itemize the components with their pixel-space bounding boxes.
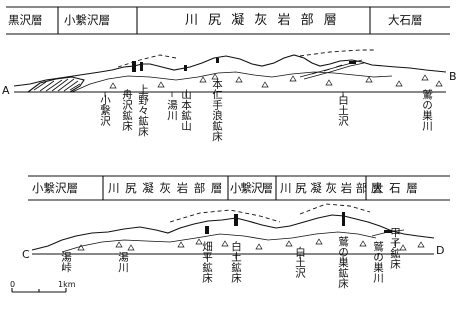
cd-locality-kashi-deposit: 甲子鉱床 [389,227,401,270]
ab-kurosawa-body [27,76,85,93]
ab-formation-oishi: 大石層 [388,13,423,27]
ab-hatch [57,78,75,92]
ab-tuff-pattern [109,73,443,89]
cd-locality-yutoge: 湯峠 [60,252,72,274]
cd-tuff-triangle [399,244,407,251]
ab-hatch [63,80,79,92]
ab-locality-honnitenami-deposit: 本仁手浪鉱床 [211,78,223,143]
cd-end-label-right: D [436,244,444,257]
cd-locality-washinosugawa: 鷲の巣川 [372,240,384,283]
ab-dashed-contact [299,49,374,57]
ab-tuff-triangle [109,82,117,89]
section-cd: 小繋沢層 川 尻 凝 灰 岩 部 層 小繋沢層 川 尻 凝 灰 岩 部 層 大 … [22,175,450,289]
scale-bar: 0 1km [10,280,76,293]
ab-ore-body-lens [349,61,356,64]
ab-end-label-left: A [2,84,10,97]
cd-locality-washinosu-deposit: 鷲の巣鉱床 [337,235,349,289]
ab-hatch [39,80,55,92]
cd-tuff-triangle [115,241,123,248]
ab-lens-mark [323,68,331,72]
cd-end-label-left: C [22,248,30,261]
cd-tuff-pattern [77,238,425,251]
ab-ore-body-yamamoto [184,65,187,71]
ab-formation-kotsunagisawa: 小繋沢層 [64,13,110,27]
scale-bar-start-label: 0 [10,280,15,289]
cd-dashed-contact [299,203,371,215]
cd-lens [371,229,405,237]
cd-locality-shirotsuchi-deposit: 白土鉱床 [230,240,242,284]
ab-locality-washinosugawa: 鷲の巣川 [421,88,433,131]
cd-tuff-triangle [195,238,203,245]
cd-tuff-triangle [285,240,293,247]
ab-topography [13,54,447,87]
cd-formation-kotsunagisawa-1: 小繋沢層 [32,181,78,195]
ab-locality-shirotsuchisawa: 白土沢 [337,93,349,126]
cd-tuff-triangle [221,240,229,247]
cd-formation-kawajiri-tuff-1: 川 尻 凝 灰 岩 部 層 [108,181,223,195]
ab-locality-yukawa: 湯川 [166,100,178,121]
ab-hatch [69,83,81,91]
cd-tuff-triangle [77,244,85,251]
ab-hatch [51,78,69,92]
cd-tuff-triangle [315,238,323,245]
cd-ore-body-washinosu [342,212,345,226]
cd-ore-body-kashi [384,230,392,233]
ab-tuff-triangle [157,81,165,88]
ab-dashed-contact [117,54,177,68]
ab-tuff-triangle [325,79,333,86]
cd-dashed-contact [169,209,281,223]
ab-lens-mark [335,64,343,68]
cd-tuff-triangle [127,244,135,251]
cd-locality-shirotsuchisawa: 白土沢 [294,245,306,278]
ab-tuff-triangle [435,80,443,87]
cd-tuff-triangle [417,241,425,248]
cd-ore-body-shirotsuchi [234,214,238,226]
ab-locality-funasawa-deposit: 舟沢鉱床 [121,88,133,132]
cd-locality-hatadaira-deposit: 畑平鉱床 [201,240,213,284]
cd-topography [31,214,435,251]
ab-formation-contact [71,71,393,93]
cd-tuff-triangle [177,241,185,248]
cd-formation-kotsunagisawa-2: 小繋沢層 [230,181,272,195]
ab-tuff-triangle [199,76,207,83]
cd-tuff-triangle [359,240,367,247]
ab-tuff-triangle [395,80,403,87]
ab-tuff-triangle [235,76,243,83]
ab-lens-mark [311,71,319,75]
ab-tuff-triangle [289,75,297,82]
cd-locality-yukawa: 湯川 [117,252,129,273]
ab-hatch [45,79,63,92]
ab-hatch [33,81,47,91]
ab-formation-kawajiri-tuff: 川 尻 凝 灰 岩 部 層 [185,12,340,28]
ab-end-label-right: B [449,70,457,83]
section-ab: 黒沢層 小繋沢層 川 尻 凝 灰 岩 部 層 大石層 A B [2,6,457,143]
cd-formation-kawajiri-tuff-2: 川 尻 凝 灰 岩 部 層 [280,181,382,195]
ab-ore-body-honnitenami [216,58,219,63]
ab-locality-uenono-deposit: 上野々鉱床 [137,84,149,137]
ab-tuff-triangle [211,73,219,80]
ab-ore-body-uenono [140,62,143,71]
ab-locality-kotsunagisawa: 小繋沢 [99,94,111,126]
scale-bar-end-label: 1km [58,280,76,289]
ab-lens [303,62,365,80]
ab-tuff-triangle [421,74,429,81]
ab-locality-yamamoto-mine: 山本鉱山 [180,89,192,131]
cd-formation-oishi: 大 石 層 [372,181,419,195]
ab-tuff-triangle [261,81,269,88]
cd-tuff-triangle [255,243,263,250]
ab-ore-body-funasawa [132,61,136,72]
ab-tuff-triangle [365,76,373,83]
cd-ore-body-hatadaira [205,226,209,234]
cd-formation-contact [61,231,377,253]
ab-formation-kurosawa: 黒沢層 [8,13,43,27]
